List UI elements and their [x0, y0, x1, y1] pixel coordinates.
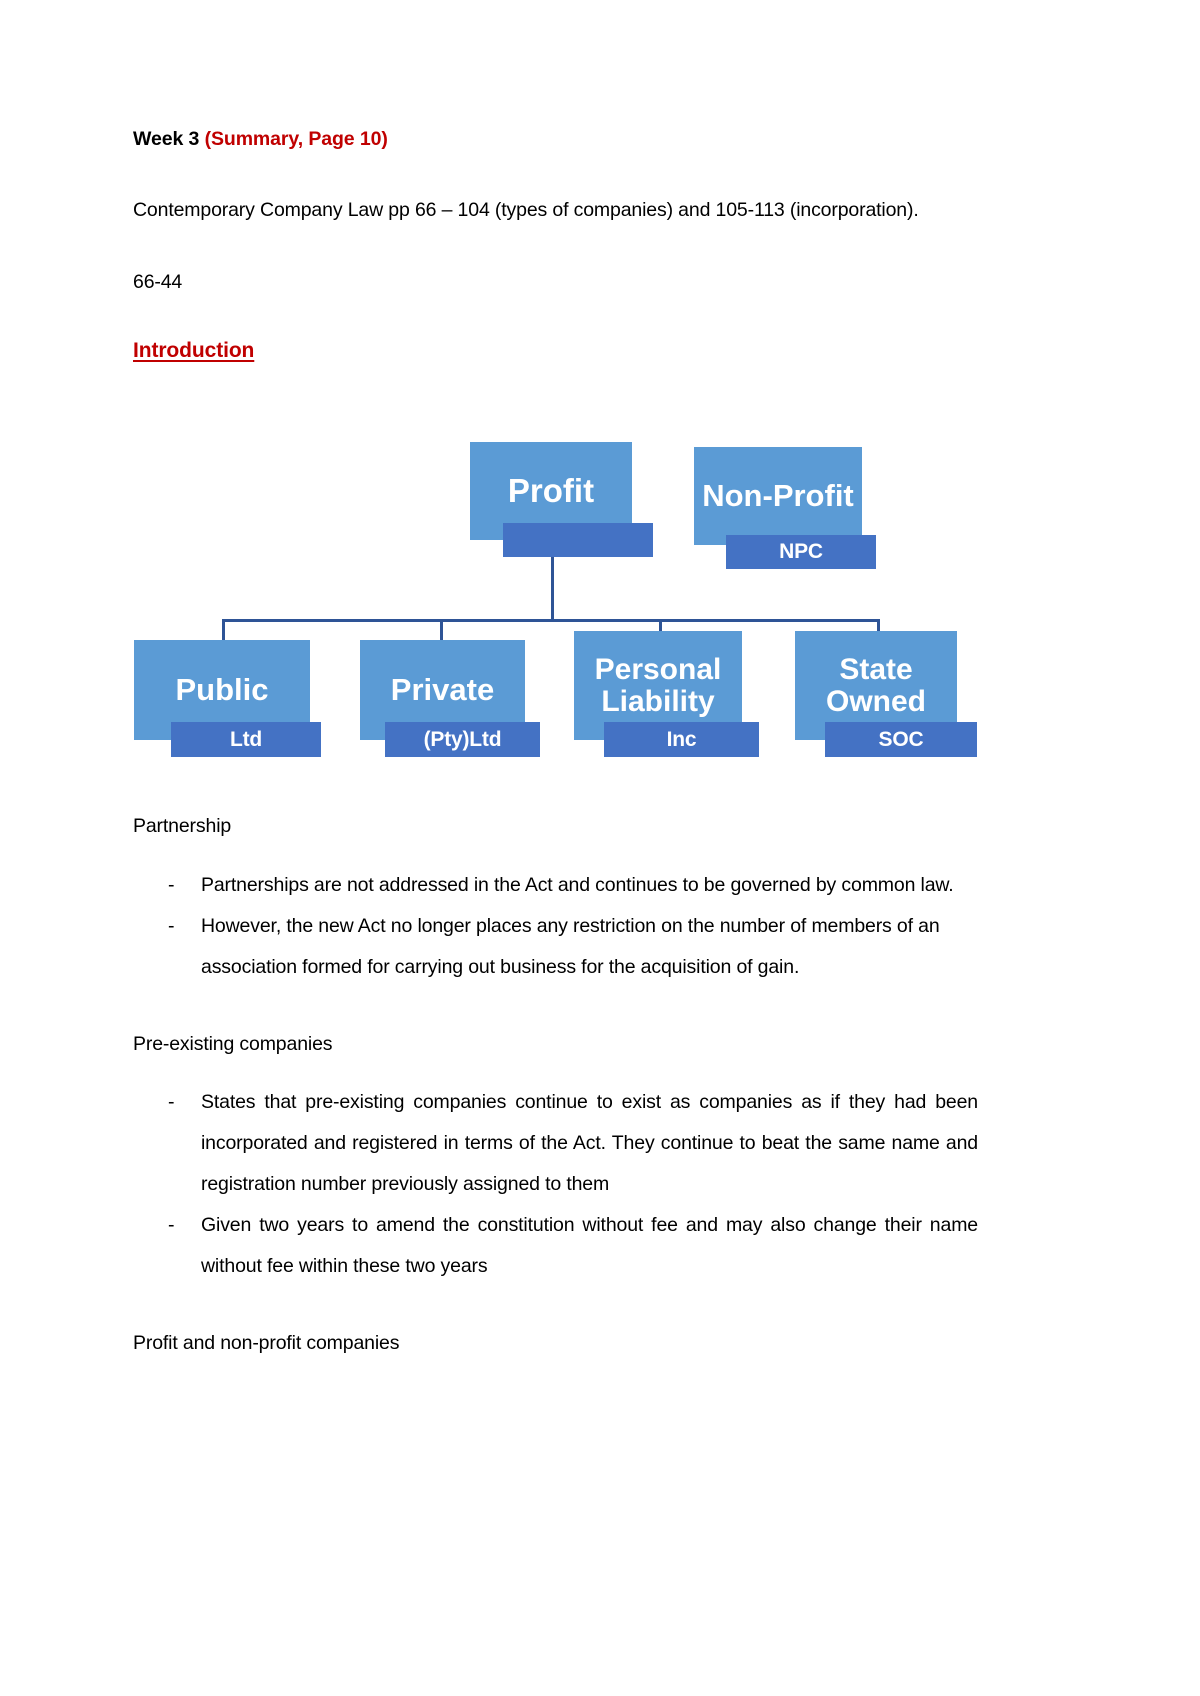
diagram-node-personal-liability-line2: Liability: [601, 684, 715, 718]
document-content: Week 3 (Summary, Page 10) Contemporary C…: [133, 0, 978, 1355]
diagram-tag-ltd: Ltd: [171, 722, 321, 758]
diagram-node-personal-liability-line1: Personal: [594, 653, 722, 687]
diagram-tag-soc-label: SOC: [878, 727, 924, 751]
connector-drop-private: [440, 619, 443, 644]
diagram-tag-pty-ltd: (Pty)Ltd: [385, 722, 540, 758]
connector-bus: [222, 619, 880, 623]
list-item: - States that pre-existing companies cont…: [133, 1082, 978, 1205]
bullet-list-pre-existing-companies: - States that pre-existing companies cont…: [133, 1082, 978, 1287]
section-label-partnership: Partnership: [133, 815, 232, 838]
connector-drop-public: [222, 619, 225, 644]
list-item: - However, the new Act no longer places a…: [133, 906, 978, 988]
company-types-diagram: Profit Non-Profit NPC Public Ltd Private…: [133, 425, 978, 770]
bullet-marker: -: [168, 873, 175, 896]
diagram-tag-pty-ltd-label: (Pty)Ltd: [423, 727, 502, 751]
introduction-heading: Introduction: [133, 339, 978, 363]
page-title: Week 3 (Summary, Page 10): [133, 128, 978, 151]
bullet-marker: -: [168, 1213, 175, 1236]
diagram-tag-npc: NPC: [726, 535, 876, 570]
connector-stem: [551, 557, 554, 622]
bullet-marker: -: [168, 914, 175, 937]
diagram-node-state-owned-line1: State: [839, 653, 913, 687]
list-item-text: However, the new Act no longer places an…: [201, 914, 940, 978]
diagram-tag-ltd-label: Ltd: [229, 727, 263, 751]
diagram-tag-profit: [503, 523, 653, 558]
list-item-text: States that pre-existing companies conti…: [201, 1090, 978, 1195]
diagram-tag-soc: SOC: [825, 722, 977, 758]
introduction-heading-text: Introduction: [133, 339, 255, 363]
list-item-text: Partnerships are not addressed in the Ac…: [201, 873, 954, 896]
list-item: - Partnerships are not addressed in the A…: [133, 865, 978, 906]
diagram-node-non-profit: Non-Profit: [694, 447, 862, 546]
bullet-list-partnership: - Partnerships are not addressed in the A…: [133, 865, 978, 988]
diagram-node-non-profit-label: Non-Profit: [702, 477, 854, 513]
diagram-tag-npc-label: NPC: [779, 540, 823, 564]
diagram-tag-inc: Inc: [604, 722, 759, 758]
list-item-text: Given two years to amend the constitutio…: [201, 1213, 978, 1277]
diagram-node-public-label: Public: [175, 671, 269, 707]
diagram-node-profit-label: Profit: [507, 471, 595, 509]
reference-line: Contemporary Company Law pp 66 – 104 (ty…: [133, 199, 919, 222]
page-title-prefix: Week 3: [133, 128, 205, 150]
page-code: 66-44: [133, 270, 183, 293]
diagram-tag-inc-label: Inc: [666, 727, 697, 751]
diagram-node-state-owned-label: State Owned: [826, 654, 926, 717]
section-label-profit-and-non-profit-companies: Profit and non-profit companies: [133, 1331, 400, 1354]
bullet-marker: -: [168, 1090, 175, 1113]
diagram-node-private-label: Private: [390, 671, 495, 707]
list-item: - Given two years to amend the constituti…: [133, 1205, 978, 1287]
diagram-node-personal-liability-label: Personal Liability: [595, 654, 722, 717]
page-title-suffix: (Summary, Page 10): [204, 128, 388, 150]
diagram-node-state-owned-line2: Owned: [825, 684, 926, 718]
diagram-node-state-owned: State Owned: [795, 631, 957, 741]
diagram-node-personal-liability: Personal Liability: [574, 631, 742, 741]
section-label-pre-existing-companies: Pre-existing companies: [133, 1032, 333, 1055]
